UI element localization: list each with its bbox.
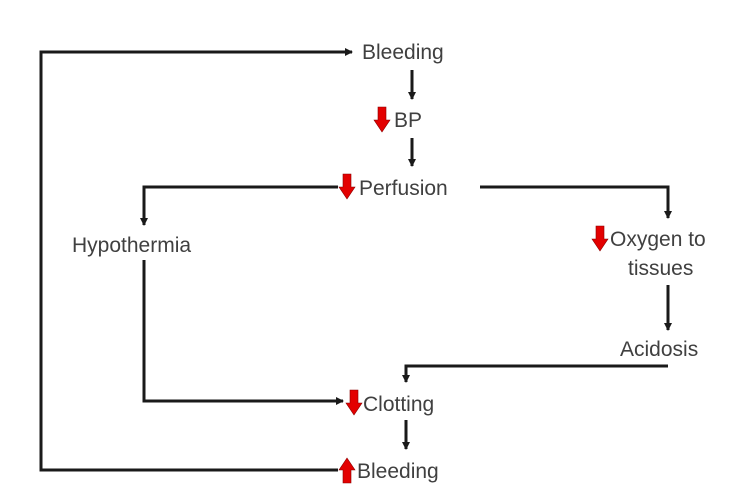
node-acidosis: Acidosis xyxy=(620,338,698,361)
indicators xyxy=(338,106,609,484)
node-clotting: Clotting xyxy=(363,393,434,416)
red-down-arrow-icon xyxy=(345,389,363,416)
red-down-arrow-icon xyxy=(373,106,391,133)
connectors xyxy=(39,48,672,472)
feedback-loop-connector xyxy=(39,48,353,472)
node-oxygen-line1: Oxygen to xyxy=(610,228,706,251)
node-perfusion: Perfusion xyxy=(359,177,448,200)
acidosis-to-clotting-connector xyxy=(402,364,668,383)
red-down-arrow-icon xyxy=(591,225,609,252)
perfusion-to-oxygen-connector xyxy=(480,185,672,219)
node-oxygen-line2: tissues xyxy=(628,257,693,280)
red-up-arrow-icon xyxy=(338,457,356,484)
red-down-arrow-icon xyxy=(338,173,356,200)
node-bleeding-top: Bleeding xyxy=(362,41,444,64)
node-labels: Bleeding BP Perfusion Hypothermia Oxygen… xyxy=(72,41,706,483)
node-hypothermia: Hypothermia xyxy=(72,234,191,257)
hypothermia-to-clotting-connector xyxy=(142,260,344,405)
perfusion-to-hypothermia-connector xyxy=(140,185,338,226)
node-bleeding-bottom: Bleeding xyxy=(357,460,439,483)
node-bp: BP xyxy=(394,109,422,132)
